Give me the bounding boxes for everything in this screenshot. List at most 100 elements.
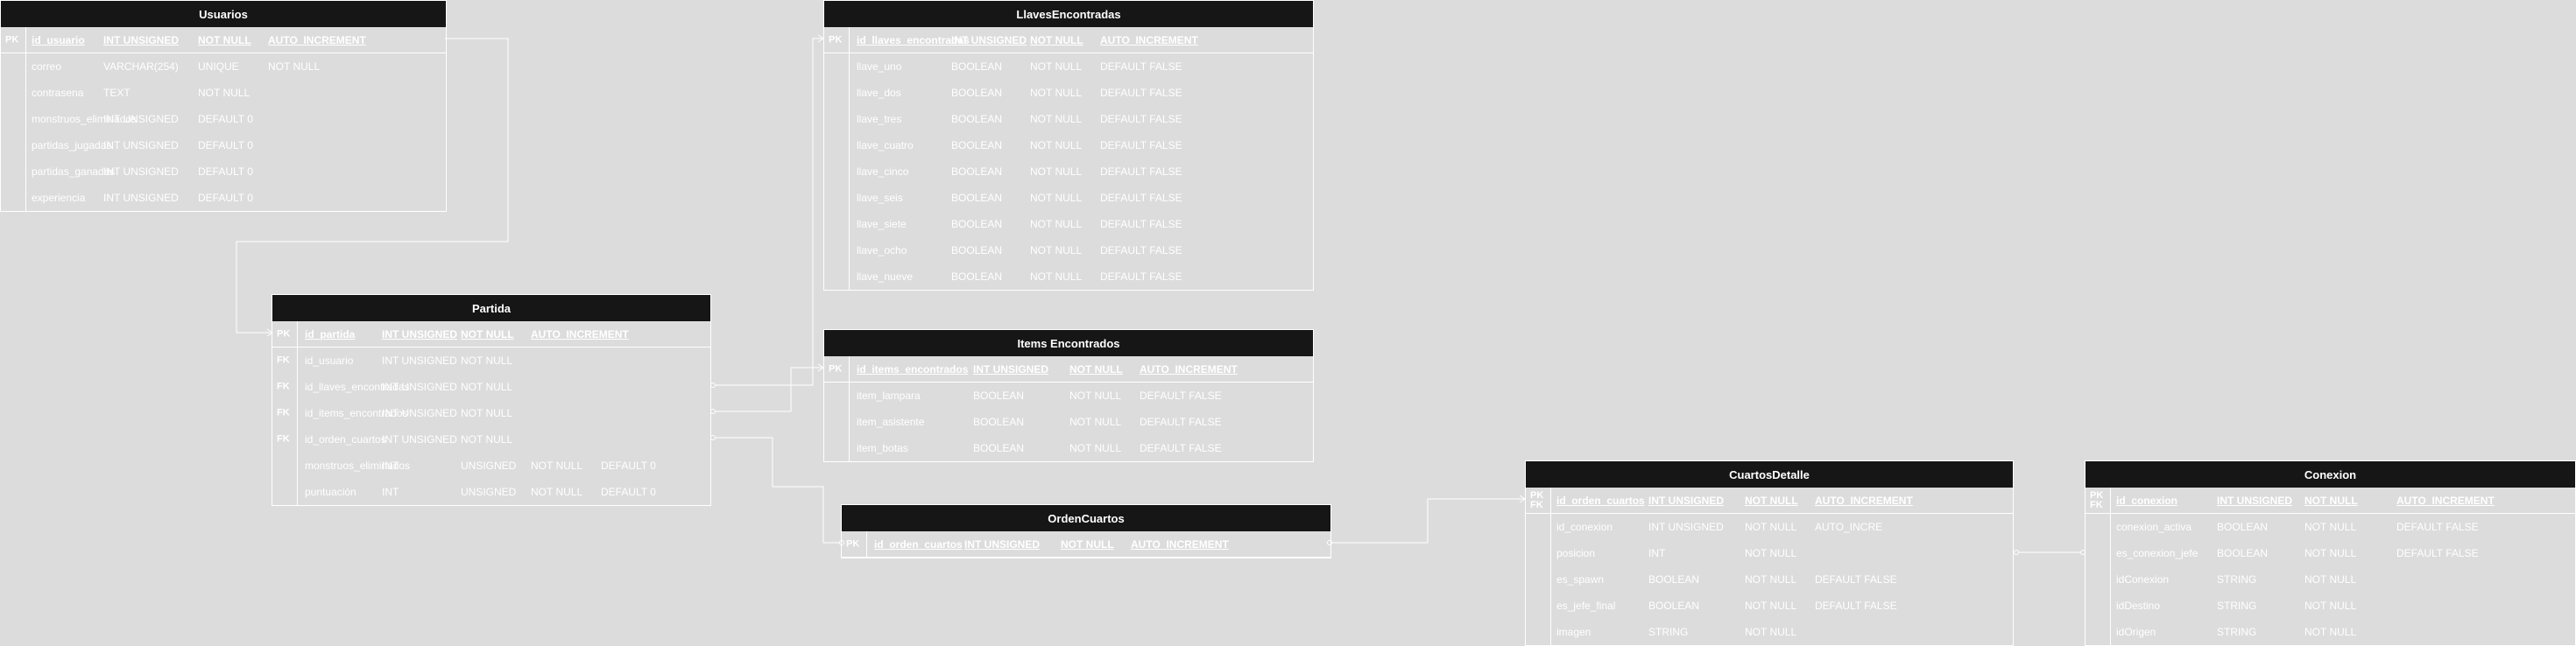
column-attribute: DEFAULT FALSE [1100,60,1182,73]
column-attribute: BOOLEAN [2217,521,2269,533]
relation-partida-items [711,367,823,412]
relation-partida-llaves [711,38,823,386]
column-attribute: NOT NULL [1030,244,1083,256]
column-name: imagen [1556,626,1591,638]
column-attribute: NOT NULL [1030,139,1083,151]
relation-endpoint [839,540,844,545]
column-name: monstruos_eliminados [305,460,411,472]
column-attribute: DEFAULT 0 [198,113,253,125]
column-attribute: DEFAULT 0 [601,486,656,498]
column-name: id_orden_cuartos [874,538,963,551]
column-attribute: UNSIGNED [461,460,517,472]
column-name: id_llaves_encontradas [857,34,970,46]
column-attribute: NOT NULL [461,355,513,367]
key-marker: PK [846,538,860,550]
column-attribute: DEFAULT FALSE [1140,416,1222,428]
column-name: item_botas [857,442,908,454]
column-attribute: NOT NULL [2304,521,2357,533]
column-attribute: INT UNSIGNED [103,113,179,125]
column-attribute: BOOLEAN [951,218,1003,230]
column-attribute: DEFAULT 0 [198,192,253,204]
column-attribute: NOT NULL [1030,60,1083,73]
column-attribute: NOT NULL [461,328,514,341]
column-attribute: INT UNSIGNED [382,407,457,419]
column-attribute: BOOLEAN [951,192,1003,204]
column-attribute: INT UNSIGNED [103,139,179,151]
column-attribute: DEFAULT FALSE [1140,390,1222,402]
column-attribute: NOT NULL [1030,218,1083,230]
column-name: llave_siete [857,218,907,230]
column-attribute: BOOLEAN [1648,573,1700,586]
column-name: llave_tres [857,113,902,125]
column-attribute: INT UNSIGNED [382,328,458,341]
table-title: OrdenCuartos [842,505,1330,531]
relation-orden-cuartos [1330,498,1525,544]
column-attribute: INT UNSIGNED [382,381,457,393]
column-attribute: NOT NULL [1745,573,1797,586]
column-attribute: NOT NULL [1069,363,1123,376]
key-marker: FK [277,407,290,418]
column-attribute: NOT NULL [2304,626,2357,638]
column-attribute: NOT NULL [1030,165,1083,178]
relation-endpoint [710,409,716,414]
column-attribute: NOT NULL [2304,600,2357,612]
column-attribute: INT UNSIGNED [2217,495,2293,507]
column-attribute: NOT NULL [1069,442,1122,454]
column-attribute: NOT NULL [461,381,513,393]
column-name: es_spawn [1556,573,1605,586]
column-attribute: NOT NULL [2304,573,2357,586]
